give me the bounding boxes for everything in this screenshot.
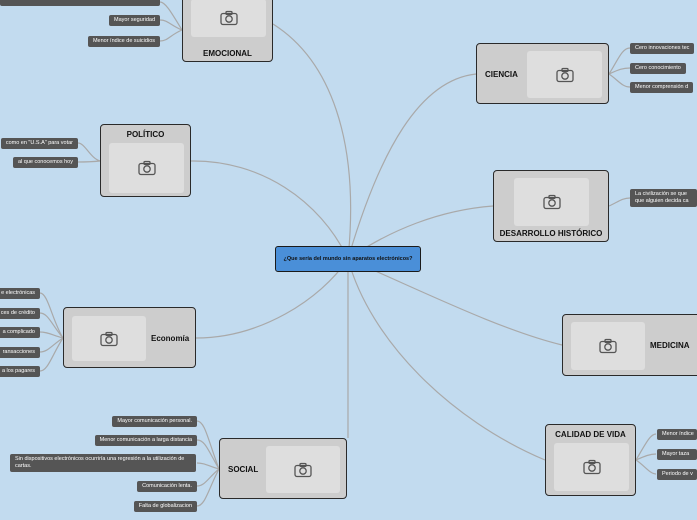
image-placeholder	[527, 51, 602, 98]
topic-politico[interactable]: POLÍTICO	[100, 124, 191, 197]
leaf-item[interactable]: La civilización se que que alguien decid…	[630, 189, 697, 207]
leaf-item[interactable]: a complicado	[0, 327, 40, 338]
topic-label: EMOCIONAL	[203, 49, 252, 58]
leaf-item[interactable]: Menor índice	[657, 429, 697, 440]
central-topic-label: ¿Que sería del mundo sin aparatos electr…	[283, 256, 413, 262]
leaf-item[interactable]: Comunicación lenta.	[137, 481, 197, 492]
topic-desarrollo-historico[interactable]: DESARROLLO HISTÓRICO	[493, 170, 609, 242]
leaf-item[interactable]: Cero innovaciones tec	[630, 43, 695, 54]
topic-social[interactable]: SOCIAL	[219, 438, 347, 499]
leaf-item[interactable]: Periodo de v	[657, 469, 697, 480]
leaf-item[interactable]: Menor índice de suicidios	[87, 36, 160, 47]
leaf-item[interactable]: Cero conocimiento	[630, 63, 686, 74]
camera-icon	[582, 459, 601, 475]
camera-icon	[542, 194, 561, 210]
topic-label: DESARROLLO HISTÓRICO	[499, 229, 603, 238]
camera-icon	[555, 67, 574, 82]
central-topic[interactable]: ¿Que sería del mundo sin aparatos electr…	[275, 246, 421, 272]
image-placeholder	[514, 178, 589, 226]
link-ciencia	[347, 73, 477, 260]
link-emocional	[272, 23, 352, 260]
topic-label: MEDICINA	[650, 341, 690, 350]
topic-label: Economía	[151, 334, 190, 343]
leaf-item[interactable]: ces de crédito	[0, 308, 40, 319]
topic-ciencia[interactable]: CIENCIA	[476, 43, 609, 104]
link-calidad	[347, 258, 546, 461]
image-placeholder	[571, 322, 645, 370]
topic-label: CALIDAD DE VIDA	[555, 430, 626, 439]
topic-medicina[interactable]: MEDICINA	[562, 314, 697, 376]
leaf-item[interactable]: Mayor comunicación personal.	[112, 416, 197, 427]
topic-emocional[interactable]: EMOCIONAL	[182, 0, 273, 62]
leaf-item[interactable]: a los pagares	[0, 366, 40, 377]
leaf-item[interactable]: Mayor seguridad	[109, 15, 160, 26]
camera-icon	[294, 462, 312, 477]
topic-economia[interactable]: Economía	[63, 307, 196, 368]
camera-icon	[100, 331, 118, 346]
leaf-item[interactable]: ransacciones	[0, 347, 40, 358]
leaf-item[interactable]: Menor comunicación a larga distancia	[94, 435, 197, 446]
leaf-item[interactable]: Menor comprensión d	[630, 82, 694, 93]
leaf-item[interactable]: al que conocemos hoy	[12, 157, 78, 168]
topic-label: CIENCIA	[485, 70, 518, 79]
image-placeholder	[191, 0, 266, 37]
camera-icon	[599, 338, 617, 354]
topic-label: POLÍTICO	[126, 130, 165, 139]
link-politico	[190, 160, 349, 260]
image-placeholder	[554, 443, 629, 491]
camera-icon	[137, 160, 156, 176]
topic-calidad-de-vida[interactable]: CALIDAD DE VIDA	[545, 424, 636, 496]
leaf-item[interactable]: Mayor taza	[657, 449, 697, 460]
image-placeholder	[72, 316, 146, 361]
leaf-item[interactable]: e electrónicas	[0, 288, 40, 299]
topic-label: SOCIAL	[228, 465, 259, 474]
leaf-item[interactable]: Sin dispositivos electrónicos ocurriría …	[10, 454, 196, 472]
camera-icon	[219, 10, 238, 26]
leaf-item[interactable]: Falta de globalizacion	[133, 501, 197, 512]
leaf-item[interactable]: como en "U.S.A" para votar	[0, 138, 78, 149]
image-placeholder	[109, 143, 184, 193]
leaf-item[interactable]	[0, 0, 160, 6]
image-placeholder	[266, 446, 340, 493]
